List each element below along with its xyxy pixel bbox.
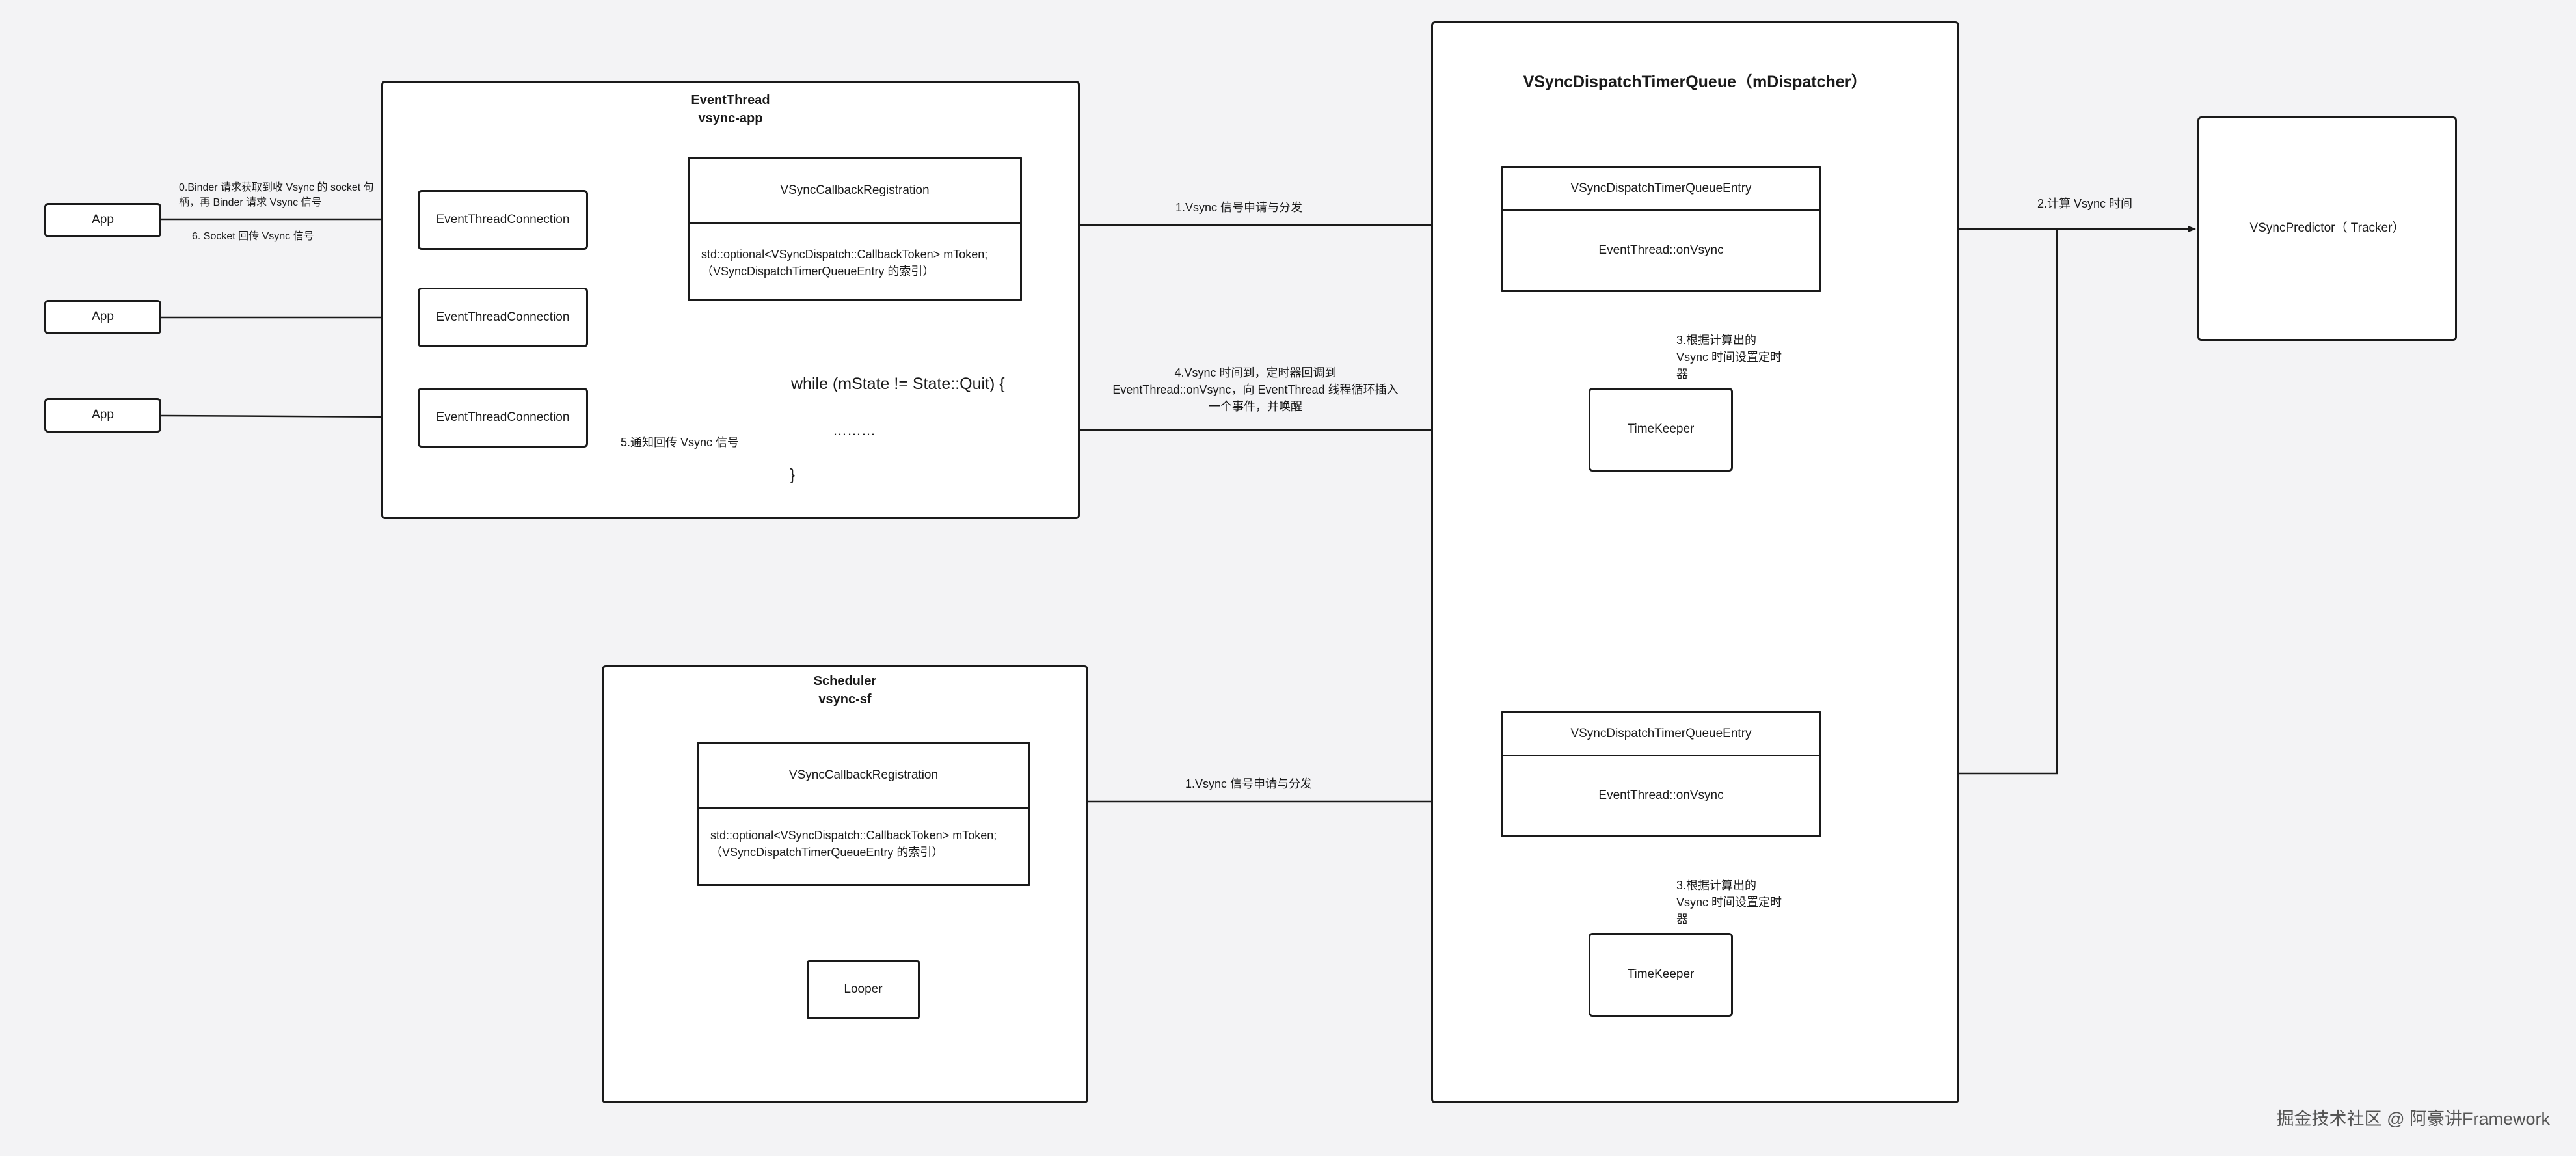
connection-label: EventThreadConnection xyxy=(436,212,570,226)
timekeeper-label: TimeKeeper xyxy=(1627,422,1695,437)
registration-body: std::optional<VSyncDispatch::CallbackTok… xyxy=(701,248,988,278)
registration-body: std::optional<VSyncDispatch::CallbackTok… xyxy=(710,829,997,859)
entry-title: VSyncDispatchTimerQueueEntry xyxy=(1503,713,1819,756)
predictor-label: VSyncPredictor（ Tracker） xyxy=(2249,221,2405,235)
event-thread-connection-1: EventThreadConnection xyxy=(418,190,588,250)
scheduler-title: Scheduler xyxy=(813,674,877,688)
notify-back-label: 5.通知回传 Vsync 信号 xyxy=(621,436,740,449)
looper: Looper xyxy=(807,960,920,1019)
event-thread-connection-2: EventThreadConnection xyxy=(418,288,588,347)
entry-title: VSyncDispatchTimerQueueEntry xyxy=(1503,168,1819,211)
app-label: App xyxy=(92,213,114,227)
event-thread-subtitle: vsync-app xyxy=(698,111,763,126)
app-3: App xyxy=(44,398,161,433)
app-1: App xyxy=(44,203,161,237)
event-loop-body: ……… xyxy=(833,422,876,438)
registration-title: VSyncCallbackRegistration xyxy=(699,744,1028,809)
set-timer-label-1: 3.根据计算出的 Vsync 时间设置定时 器 xyxy=(1676,334,1782,381)
event-thread-title: EventThread xyxy=(691,93,770,107)
event-loop-end: } xyxy=(790,466,796,484)
binder-request-label: 0.Binder 请求获取到收 Vsync 的 socket 句 柄，再 Bin… xyxy=(179,182,374,209)
app3-connection-arrow xyxy=(153,412,417,420)
timer-queue-entry-1: VSyncDispatchTimerQueueEntry EventThread… xyxy=(1501,166,1821,292)
watermark: 掘金技术社区 @ 阿豪讲Framework xyxy=(2276,1109,2550,1129)
entry-body: EventThread::onVsync xyxy=(1598,243,1724,257)
compute-vsync-label: 2.计算 Vsync 时间 xyxy=(2037,197,2133,210)
dispatcher-title: VSyncDispatchTimerQueue（mDispatcher） xyxy=(1523,72,1868,91)
socket-back-label: 6. Socket 回传 Vsync 信号 xyxy=(192,231,314,242)
apply-dispatch-label-2: 1.Vsync 信号申请与分发 xyxy=(1185,777,1313,790)
scheduler-subtitle: vsync-sf xyxy=(818,692,872,706)
timer-queue-entry-2: VSyncDispatchTimerQueueEntry EventThread… xyxy=(1501,711,1821,837)
event-thread-connection-3: EventThreadConnection xyxy=(418,388,588,448)
apply-dispatch-label-1: 1.Vsync 信号申请与分发 xyxy=(1175,201,1303,214)
vsync-predictor: VSyncPredictor（ Tracker） xyxy=(2197,116,2457,341)
timer-fired-label: 4.Vsync 时间到，定时器回调到 EventThread::onVsync，… xyxy=(1112,366,1399,414)
app-label: App xyxy=(92,408,114,422)
callback-registration-app: VSyncCallbackRegistration std::optional<… xyxy=(688,157,1022,301)
entry-body: EventThread::onVsync xyxy=(1598,788,1724,802)
connection-label: EventThreadConnection xyxy=(436,310,570,324)
timekeeper-1: TimeKeeper xyxy=(1589,388,1733,472)
callback-registration-sf: VSyncCallbackRegistration std::optional<… xyxy=(697,742,1030,886)
timekeeper-2: TimeKeeper xyxy=(1589,933,1733,1017)
registration-title: VSyncCallbackRegistration xyxy=(690,159,1020,224)
app-2: App xyxy=(44,300,161,334)
event-loop-head: while (mState != State::Quit) { xyxy=(791,375,1005,393)
set-timer-label-2: 3.根据计算出的 Vsync 时间设置定时 器 xyxy=(1676,879,1782,926)
connection-label: EventThreadConnection xyxy=(436,410,570,424)
looper-label: Looper xyxy=(844,982,883,997)
app-label: App xyxy=(92,310,114,324)
timekeeper-label: TimeKeeper xyxy=(1627,967,1695,982)
